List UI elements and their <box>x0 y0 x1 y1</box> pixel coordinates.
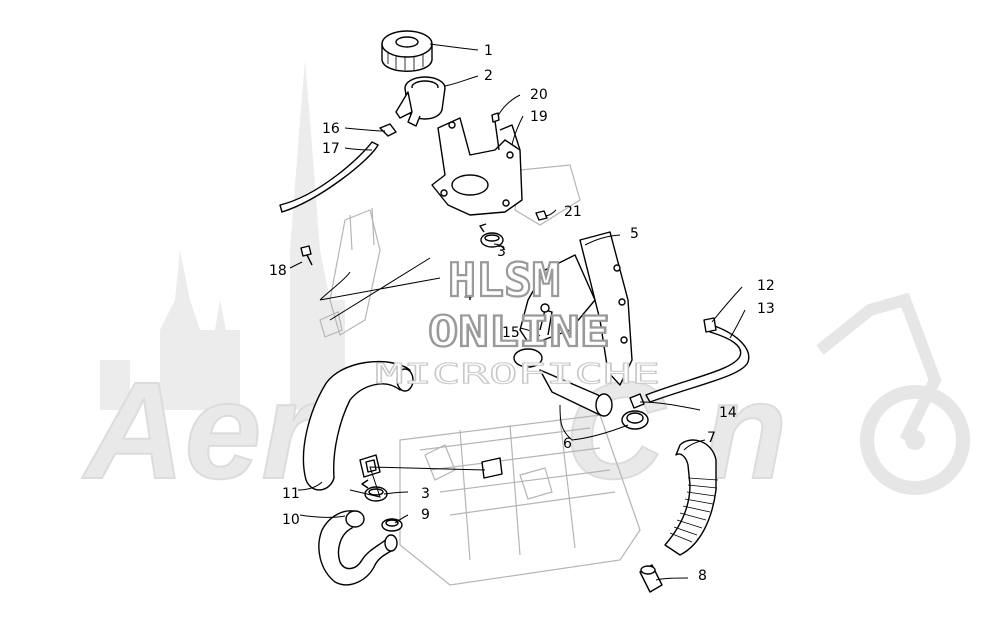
brand-watermark-right: C n <box>565 354 787 508</box>
watermark-line-3: MICROFICHE <box>375 357 660 390</box>
lower-coolant-hose <box>318 510 398 586</box>
part-number-label: 6 <box>563 436 572 452</box>
part-number-label: 2 <box>484 68 493 84</box>
corrugated-hose <box>664 439 719 556</box>
background-bracket-ghost <box>319 207 381 338</box>
overflow-hose <box>645 317 750 403</box>
part-number-label: 17 <box>322 141 340 157</box>
part-number-label: 3 <box>421 486 430 502</box>
part-number-label: 14 <box>719 405 737 421</box>
watermark-line-2: ONLINE <box>428 307 610 356</box>
part-number-label: 7 <box>707 430 716 446</box>
coolant-tee-pipe <box>513 303 613 417</box>
vent-hose <box>279 123 397 213</box>
brand-watermark-left: Aer <box>82 354 321 508</box>
skyline-watermark <box>100 60 345 410</box>
hose-fitting-16 <box>379 123 397 137</box>
clamp-3-top <box>479 223 504 248</box>
clamp-14 <box>629 393 645 409</box>
part-number-label: 18 <box>269 263 287 279</box>
hose-end-8 <box>639 564 663 593</box>
part-number-label: 11 <box>282 486 300 502</box>
clamp-6 <box>621 410 649 430</box>
part-number-label: 13 <box>757 301 775 317</box>
upper-coolant-hose <box>302 360 414 491</box>
leader-lines <box>289 43 746 581</box>
filler-cap <box>381 30 433 72</box>
part-number-label: 1 <box>484 43 493 59</box>
part-number-label: 5 <box>630 226 639 242</box>
part-number-label: 9 <box>421 507 430 523</box>
part-number-label: 20 <box>530 87 548 103</box>
overflow-reservoir <box>519 231 633 386</box>
motorcycle-watermark <box>816 292 970 495</box>
part-number-label: 8 <box>698 568 707 584</box>
part-number-label: 21 <box>564 204 582 220</box>
bolt-20 <box>491 112 500 151</box>
watermark-line-1: HLSM <box>448 253 560 307</box>
hose-clip <box>359 454 381 478</box>
bolt-18 <box>300 245 313 266</box>
part-number-label: 3 <box>497 244 506 260</box>
part-number-label: 15 <box>502 325 520 341</box>
engine-fitting <box>481 457 503 479</box>
part-number-label: 12 <box>757 278 775 294</box>
part-number-label: 10 <box>282 512 300 528</box>
hose-fitting-12 <box>703 317 717 333</box>
hlsm-watermark: HLSM ONLINE MICROFICHE <box>375 252 661 391</box>
clamp-3-bottom <box>361 479 388 502</box>
reservoir-bracket <box>431 117 523 216</box>
part-labels: 1 2 3 3 4 5 6 7 8 9 10 11 12 13 14 15 16… <box>269 43 775 584</box>
part-number-label: 19 <box>530 109 548 125</box>
filler-neck <box>395 76 446 127</box>
part-number-label: 16 <box>322 121 340 137</box>
part-number-label: 4 <box>464 288 473 304</box>
nut-21 <box>535 210 548 221</box>
